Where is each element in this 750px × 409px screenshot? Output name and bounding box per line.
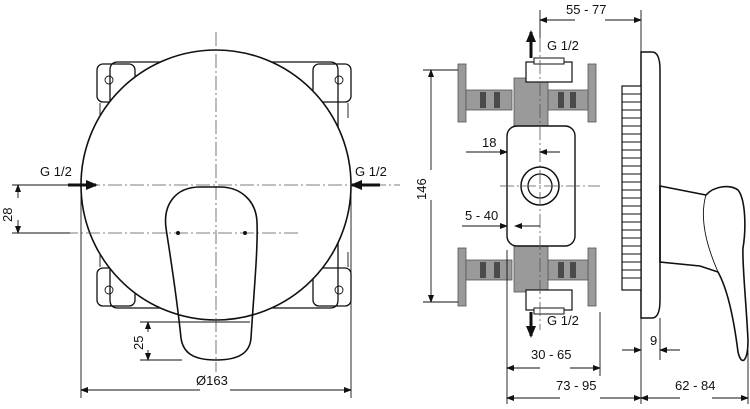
dim-9-label: 9	[650, 333, 657, 348]
dim-diameter-label: Ø163	[196, 373, 228, 388]
dim-18-label: 18	[482, 135, 496, 150]
dim-18: 18	[466, 135, 560, 155]
wall-cover	[640, 51, 661, 319]
top-outlet-label: G 1/2	[547, 38, 579, 53]
dim-5-40-label: 5 - 40	[465, 208, 498, 223]
dim-30-65: 30 - 65	[506, 250, 601, 404]
dim-55-77-label: 55 - 77	[566, 2, 606, 17]
dim-55-77: 55 - 77	[539, 2, 642, 52]
dim-diameter: Ø163	[80, 190, 352, 398]
inlet-right-label: G 1/2	[355, 164, 387, 179]
dim-5-40: 5 - 40	[462, 208, 540, 229]
dim-73-95-label: 73 - 95	[556, 378, 596, 393]
dim-146-label: 146	[414, 178, 429, 200]
front-view: G 1/2 G 1/2 28 25 Ø163	[0, 32, 400, 398]
valve-body	[457, 57, 597, 315]
frame-corner-tr	[312, 63, 352, 103]
threaded-sleeve	[621, 85, 642, 291]
lever-handle	[164, 186, 258, 361]
dim-25-label: 25	[131, 336, 146, 350]
dim-62-84-label: 62 - 84	[675, 378, 715, 393]
side-view: G 1/2 G 1/2 55 - 77 146 18	[414, 2, 749, 404]
dim-28: 28	[0, 184, 70, 234]
dim-30-65-label: 30 - 65	[531, 347, 571, 362]
dim-9: 9	[622, 318, 680, 360]
dim-73-95: 73 - 95	[506, 318, 642, 404]
dim-62-84: 62 - 84	[640, 350, 749, 404]
bottom-outlet-label: G 1/2	[547, 313, 579, 328]
lever-handle-side	[659, 185, 749, 362]
dim-28-label: 28	[0, 208, 15, 222]
dim-146: 146	[414, 69, 458, 303]
dim-25: 25	[131, 321, 182, 361]
inlet-left-label: G 1/2	[40, 164, 72, 179]
